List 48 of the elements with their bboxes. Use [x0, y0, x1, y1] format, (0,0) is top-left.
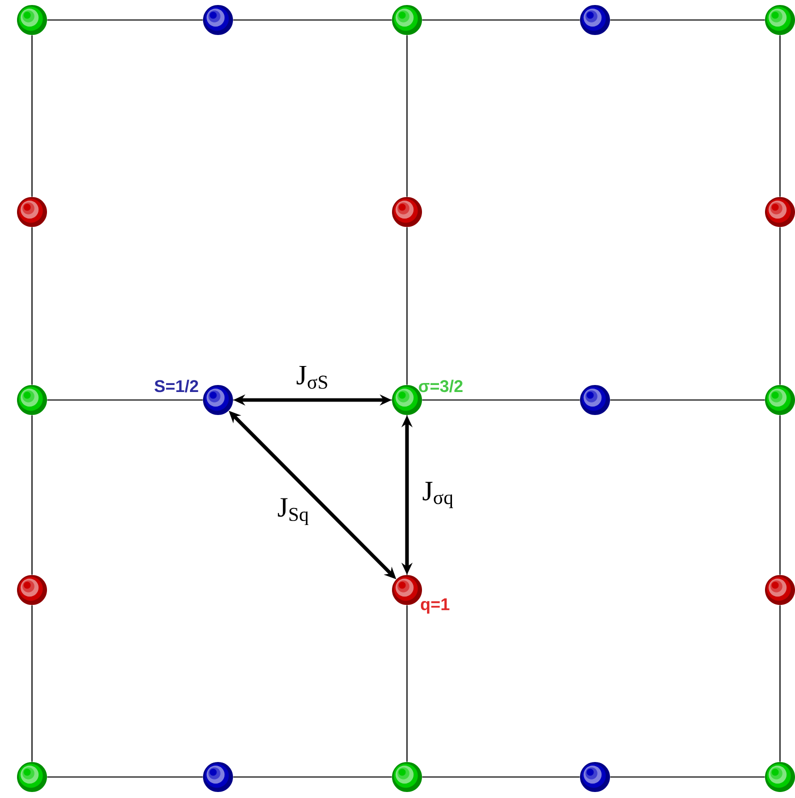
lattice-line: [31, 415, 33, 575]
sphere: [765, 575, 795, 605]
lattice-line: [406, 227, 408, 385]
lattice-line: [233, 19, 392, 21]
lattice-line: [422, 19, 580, 21]
sphere: [392, 762, 422, 792]
lattice-line: [610, 19, 765, 21]
sphere: [580, 385, 610, 415]
lattice-line: [31, 605, 33, 762]
value-label: q=1: [420, 598, 450, 614]
lattice-line: [47, 19, 203, 21]
sphere: [765, 385, 795, 415]
lattice-line: [31, 35, 33, 197]
coupling-label: J$_{Sq}$: [276, 497, 310, 526]
value-label: σ=3/2: [418, 380, 463, 392]
lattice-line: [47, 399, 203, 401]
lattice-line: [610, 776, 765, 778]
sphere: [392, 575, 422, 605]
sphere: [17, 762, 47, 792]
coupling-label: J$_{σS}$: [295, 364, 330, 390]
coupling-label: J$_{σq}$: [421, 480, 455, 510]
sphere: [392, 197, 422, 227]
sphere: [765, 5, 795, 35]
sphere: [203, 385, 233, 415]
lattice-line: [406, 35, 408, 197]
lattice-line: [779, 35, 781, 197]
value-label: S=1/2: [154, 380, 198, 392]
lattice-line: [233, 776, 392, 778]
sphere: [580, 5, 610, 35]
sphere: [580, 762, 610, 792]
sphere: [765, 762, 795, 792]
sphere: [17, 197, 47, 227]
sphere: [17, 5, 47, 35]
lattice-line: [610, 399, 765, 401]
sphere: [203, 5, 233, 35]
lattice-line: [779, 605, 781, 762]
sphere: [765, 197, 795, 227]
lattice-line: [47, 776, 203, 778]
sphere: [203, 762, 233, 792]
lattice-line: [422, 399, 580, 401]
sphere: [17, 385, 47, 415]
lattice-line: [779, 227, 781, 385]
lattice-line: [31, 227, 33, 385]
lattice-line: [779, 415, 781, 575]
sphere: [392, 5, 422, 35]
lattice-line: [422, 776, 580, 778]
sphere: [17, 575, 47, 605]
lattice-line: [406, 605, 408, 762]
